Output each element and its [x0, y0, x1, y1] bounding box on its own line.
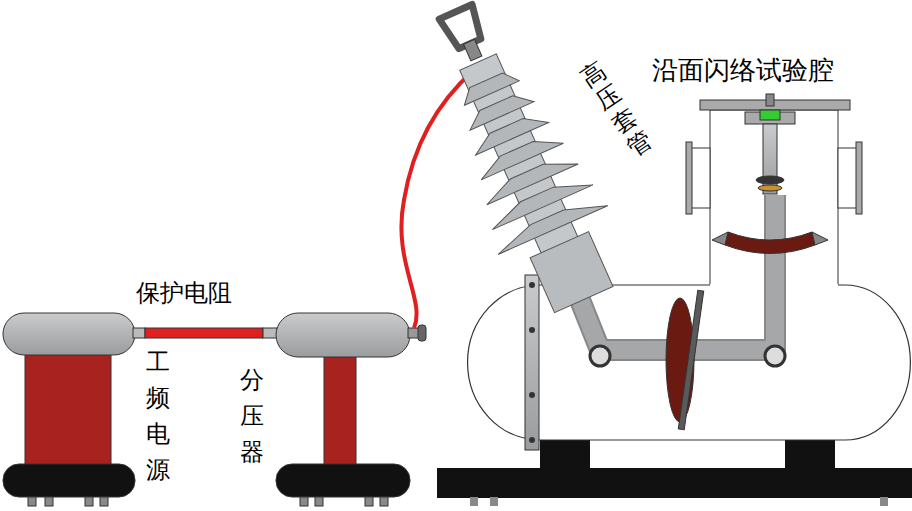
tank-base [437, 440, 912, 506]
source-label: 工频电源 [146, 344, 170, 488]
hv-bushing [401, 0, 639, 324]
chamber-label: 沿面闪络试验腔 [652, 56, 834, 85]
hv-lead [401, 70, 474, 328]
resistor-symbol [133, 328, 277, 338]
resistor-label: 保护电阻 [136, 280, 232, 306]
voltage-divider [276, 313, 426, 506]
spacer-insulator [666, 232, 828, 430]
divider-label: 分压器 [240, 362, 264, 470]
power-source [3, 313, 135, 506]
gas-tank [468, 275, 911, 450]
bushing-label: 高压套管 [576, 57, 658, 162]
